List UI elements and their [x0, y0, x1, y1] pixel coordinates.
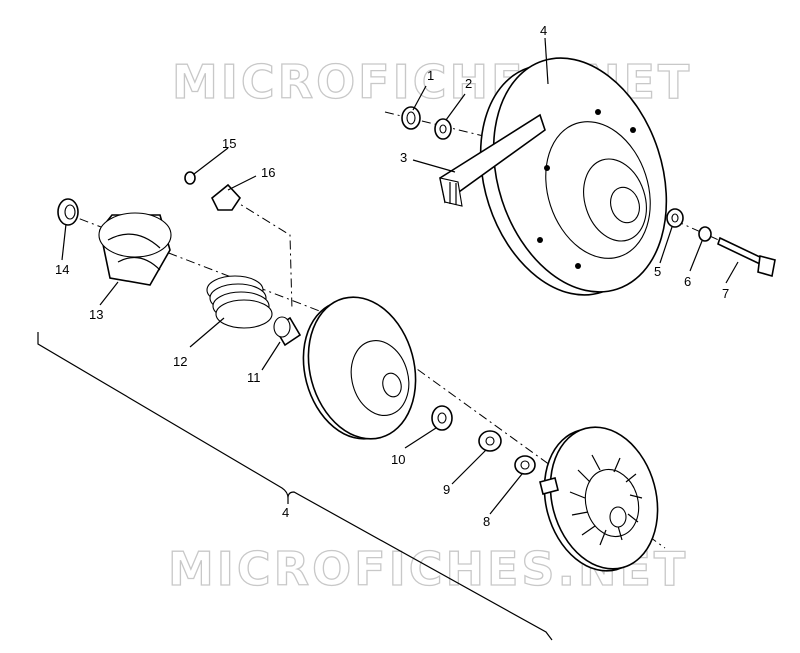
bushing-11	[273, 316, 302, 347]
leader-1	[412, 85, 427, 111]
button-16	[210, 183, 242, 211]
lock-washer-6	[698, 226, 712, 242]
callout-10: 10	[391, 452, 405, 467]
pin-axis-line	[229, 197, 293, 311]
pin-15	[184, 171, 196, 185]
bolt-7	[717, 236, 776, 278]
leader-16	[227, 175, 257, 191]
cam-13	[98, 212, 172, 286]
leader-15	[193, 147, 229, 175]
washer-9	[478, 430, 502, 452]
callout-6: 6	[684, 274, 691, 289]
callout-11: 11	[247, 370, 261, 385]
callout-12: 12	[173, 354, 187, 369]
fixed-sheave	[539, 426, 659, 572]
callout-8: 8	[483, 514, 490, 529]
leader-7	[725, 261, 739, 284]
leader-6	[689, 240, 703, 272]
callout-14: 14	[55, 262, 69, 277]
assembly-bracket	[37, 332, 553, 641]
callout-1: 1	[427, 68, 434, 83]
leader-10	[404, 427, 437, 449]
washer-1	[401, 106, 421, 130]
leader-8	[489, 473, 523, 515]
leader-5	[659, 226, 673, 264]
washer-8	[514, 455, 536, 475]
leader-14	[61, 223, 67, 261]
callout-2: 2	[465, 76, 472, 91]
washer-5	[666, 208, 684, 228]
movable-sheave	[302, 296, 417, 440]
callout-15: 15	[222, 136, 236, 151]
callout-13: 13	[89, 307, 103, 322]
callout-3: 3	[400, 150, 407, 165]
leader-13	[99, 281, 119, 306]
leader-2	[445, 93, 466, 121]
spring-12	[206, 275, 273, 329]
leader-9	[451, 449, 487, 485]
bushing-10	[431, 405, 453, 431]
snap-ring-14	[57, 198, 79, 226]
leader-4-top	[544, 37, 549, 85]
callout-9: 9	[443, 482, 450, 497]
callout-16: 16	[261, 165, 275, 180]
washer-2	[434, 118, 452, 140]
leader-12	[189, 317, 225, 348]
leader-3	[412, 159, 456, 173]
callout-4-bottom: 4	[282, 505, 289, 520]
bolt-axis-line	[639, 204, 731, 246]
callout-4-top: 4	[540, 23, 547, 38]
callout-7: 7	[722, 286, 729, 301]
leader-11	[261, 341, 281, 371]
drive-belt	[439, 113, 546, 207]
callout-5: 5	[654, 264, 661, 279]
